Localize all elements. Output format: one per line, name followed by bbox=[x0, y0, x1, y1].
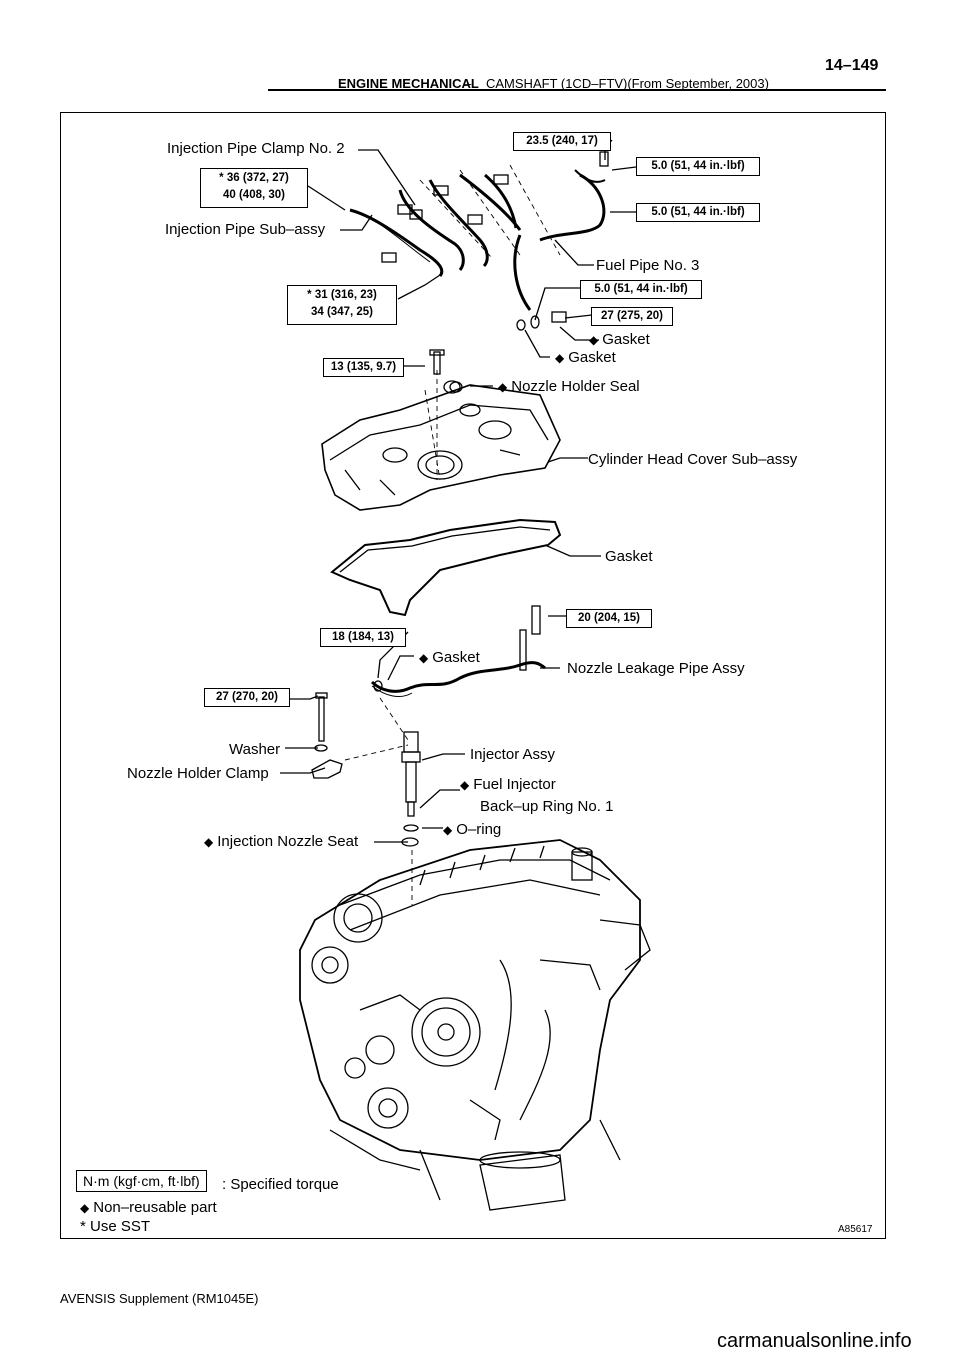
legend-sst: * Use SST bbox=[80, 1218, 151, 1235]
label-gasket-b: ◆Gasket bbox=[555, 349, 616, 366]
torque-box: 5.0 (51, 44 in.·lbf) bbox=[580, 280, 702, 299]
diamond-icon: ◆ bbox=[443, 823, 453, 837]
legend-nonreusable: ◆Non–reusable part bbox=[80, 1199, 217, 1216]
label-gasket-a: ◆Gasket bbox=[589, 331, 650, 348]
watermark: carmanualsonline.info bbox=[717, 1330, 912, 1352]
torque-box: 5.0 (51, 44 in.·lbf) bbox=[636, 203, 760, 222]
legend-specified-torque: : Specified torque bbox=[222, 1176, 339, 1193]
label-injection-pipe-subassy: Injection Pipe Sub–assy bbox=[165, 221, 326, 238]
figure-frame bbox=[60, 112, 886, 1239]
label-injection-pipe-clamp: Injection Pipe Clamp No. 2 bbox=[167, 140, 345, 157]
diamond-icon: ◆ bbox=[204, 835, 214, 849]
label-nozzle-leakage-pipe: Nozzle Leakage Pipe Assy bbox=[567, 660, 745, 677]
label-gasket-cover: Gasket bbox=[605, 548, 653, 565]
diamond-icon: ◆ bbox=[419, 651, 429, 665]
figure-id: A85617 bbox=[838, 1224, 873, 1235]
torque-box: 5.0 (51, 44 in.·lbf) bbox=[636, 157, 760, 176]
label-fuel-pipe-no3: Fuel Pipe No. 3 bbox=[596, 257, 700, 274]
label-injector-assy: Injector Assy bbox=[470, 746, 556, 763]
diamond-icon: ◆ bbox=[555, 351, 565, 365]
page-number: 14–149 bbox=[825, 57, 879, 74]
header-rule bbox=[268, 89, 886, 91]
header-subtitle: CAMSHAFT (1CD–FTV)(From September, 2003) bbox=[486, 76, 769, 91]
torque-box: 23.5 (240, 17) bbox=[513, 132, 611, 151]
torque-box: 27 (270, 20) bbox=[204, 688, 290, 707]
label-injection-nozzle-seat: ◆Injection Nozzle Seat bbox=[204, 833, 359, 850]
label-nozzle-holder-seal: ◆Nozzle Holder Seal bbox=[498, 378, 640, 395]
torque-box: 20 (204, 15) bbox=[566, 609, 652, 628]
label-o-ring: ◆O–ring bbox=[443, 821, 502, 838]
torque-box: 27 (275, 20) bbox=[591, 307, 673, 326]
label-fuel-injector: ◆Fuel Injector bbox=[460, 776, 556, 793]
label-cylinder-head-cover: Cylinder Head Cover Sub–assy bbox=[588, 451, 798, 468]
diamond-icon: ◆ bbox=[460, 778, 470, 792]
header-separator: – bbox=[464, 76, 472, 91]
star-icon: * bbox=[80, 1218, 86, 1235]
label-backup-ring: Back–up Ring No. 1 bbox=[480, 798, 614, 815]
torque-box-sst: * 31 (316, 23) 34 (347, 25) bbox=[287, 285, 397, 325]
torque-box: 13 (135, 9.7) bbox=[323, 358, 404, 377]
section-title: ENGINE MECHANICAL bbox=[338, 76, 479, 91]
torque-box: 18 (184, 13) bbox=[320, 628, 406, 647]
label-washer: Washer bbox=[229, 741, 281, 758]
label-nozzle-holder-clamp: Nozzle Holder Clamp bbox=[127, 765, 269, 782]
diamond-icon: ◆ bbox=[589, 333, 599, 347]
footer-text: AVENSIS Supplement (RM1045E) bbox=[60, 1291, 259, 1306]
torque-box-sst: * 36 (372, 27) 40 (408, 30) bbox=[200, 168, 308, 208]
legend-unit-box: N·m (kgf·cm, ft·lbf) bbox=[76, 1170, 207, 1192]
diamond-icon: ◆ bbox=[498, 380, 508, 394]
label-gasket-leak: ◆Gasket bbox=[419, 649, 480, 666]
diamond-icon: ◆ bbox=[80, 1201, 90, 1215]
